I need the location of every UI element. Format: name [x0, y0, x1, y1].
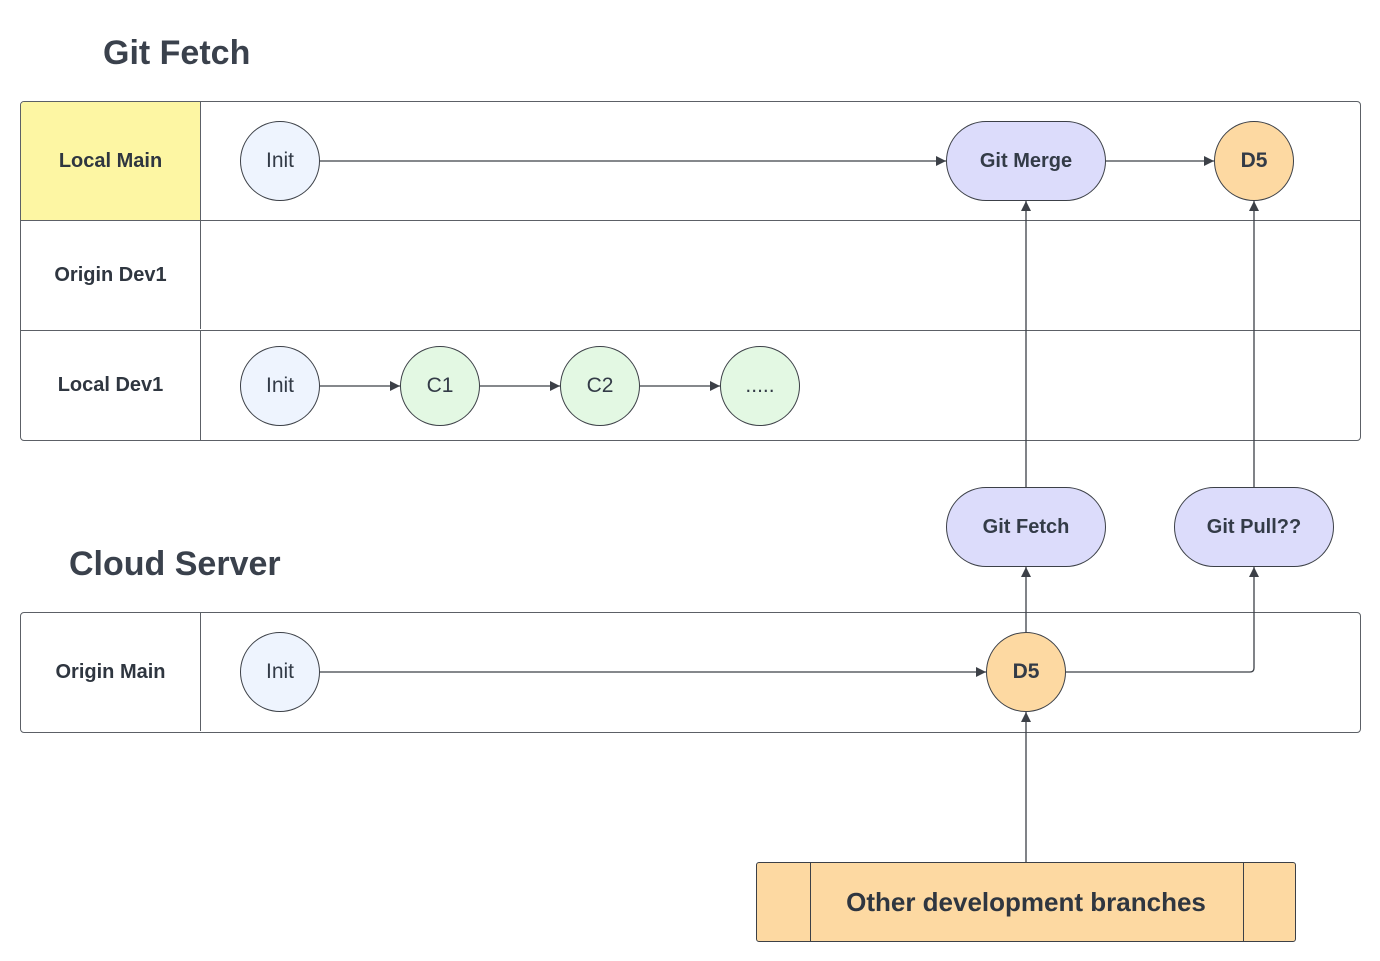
cloud-section-heading: Cloud Server — [69, 545, 281, 583]
lane-origin-dev1: Origin Dev1 — [21, 220, 1360, 330]
origin-main-d5-node: D5 — [986, 632, 1066, 712]
lane-label-local-main: Local Main — [21, 102, 201, 220]
other-branches-label: Other development branches — [846, 886, 1206, 917]
branches-divider-left — [810, 863, 811, 941]
more-commits-node: ..... — [720, 346, 800, 426]
local-section-heading: Git Fetch — [103, 34, 251, 72]
lane-local-dev1: Local Dev1 — [21, 330, 1360, 440]
cloud-swimlane: Origin Main — [20, 612, 1361, 733]
commit-c1-node: C1 — [400, 346, 480, 426]
local-main-d5-node: D5 — [1214, 121, 1294, 201]
branches-divider-right — [1243, 863, 1244, 941]
lane-label-origin-main: Origin Main — [21, 613, 201, 731]
lane-label-origin-dev1: Origin Dev1 — [21, 221, 201, 329]
git-fetch-node: Git Fetch — [946, 487, 1106, 567]
origin-main-init-node: Init — [240, 632, 320, 712]
commit-c2-node: C2 — [560, 346, 640, 426]
other-branches-box: Other development branches — [756, 862, 1296, 942]
git-merge-node: Git Merge — [946, 121, 1106, 201]
local-main-init-node: Init — [240, 121, 320, 201]
local-dev1-init-node: Init — [240, 346, 320, 426]
arrow-origin-d5-to-git-pull — [1066, 567, 1259, 673]
git-pull-node: Git Pull?? — [1174, 487, 1334, 567]
local-swimlane: Local Main Origin Dev1 Local Dev1 — [20, 101, 1361, 441]
lane-label-local-dev1: Local Dev1 — [21, 331, 201, 440]
